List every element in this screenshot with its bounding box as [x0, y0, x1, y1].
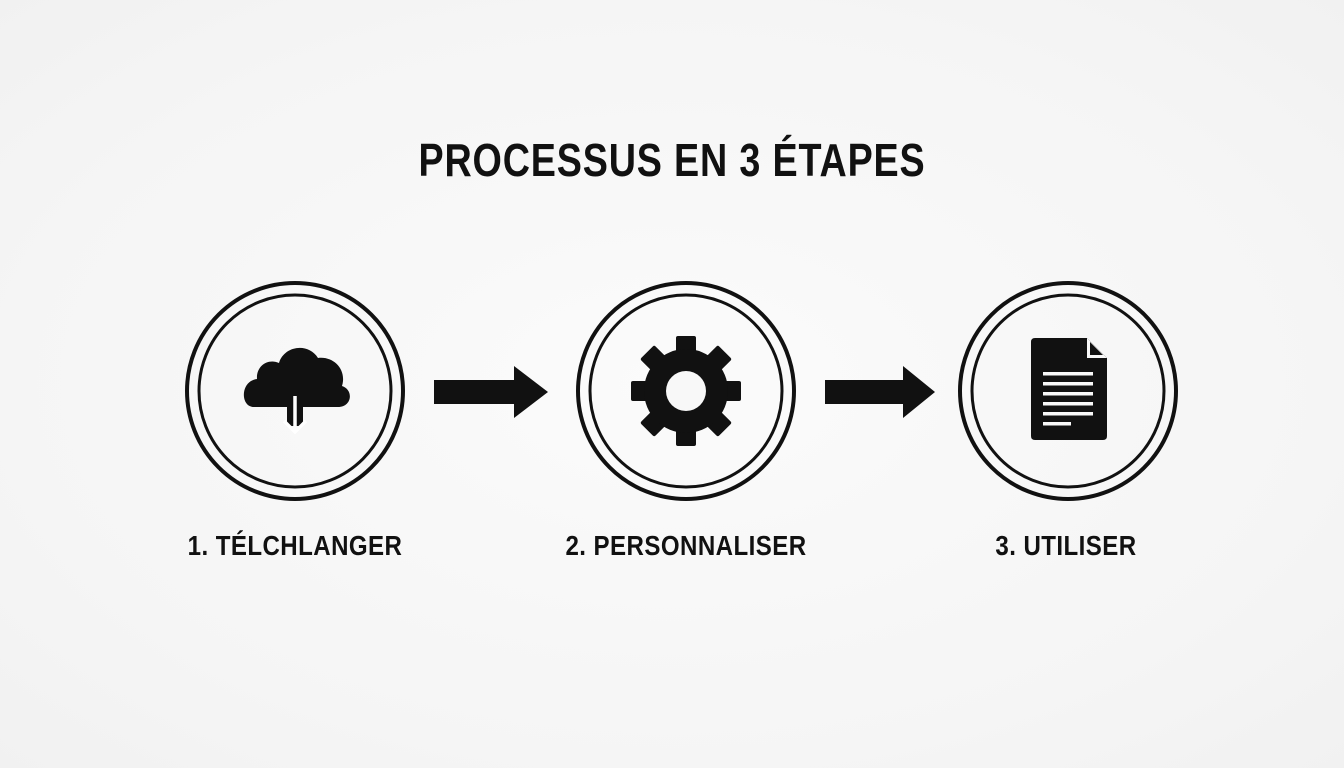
- arrow-right-icon: [825, 364, 941, 420]
- diagram-title: PROCESSUS EN 3 ÉTAPES: [418, 134, 926, 186]
- document-icon: [1031, 338, 1107, 440]
- cloud-download-icon: [243, 347, 350, 435]
- step-2-label: 2. PERSONNALISER: [565, 530, 807, 561]
- step-3-circle: [957, 280, 1179, 502]
- gear-icon: [631, 336, 741, 446]
- step-1-circle: [184, 280, 406, 502]
- step-1-label: 1. TÉLCHLANGER: [187, 530, 403, 561]
- step-2-circle: [575, 280, 797, 502]
- step-3-label: 3. UTILISER: [995, 530, 1137, 561]
- arrow-right-icon: [434, 364, 550, 420]
